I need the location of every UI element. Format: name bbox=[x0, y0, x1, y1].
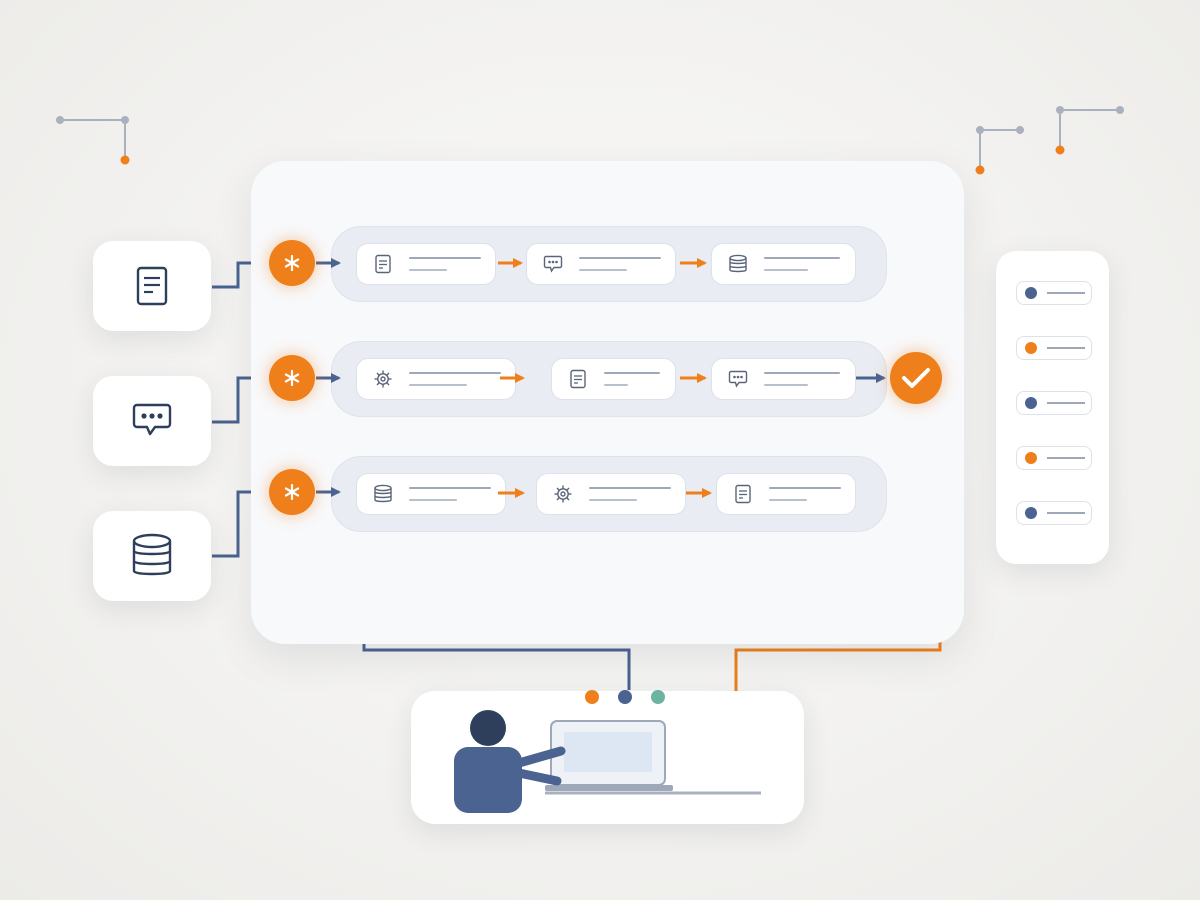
legend-item[interactable] bbox=[1016, 281, 1092, 305]
user-arm bbox=[514, 746, 566, 768]
decoration-top-right-b bbox=[1055, 106, 1124, 155]
legend-line bbox=[1047, 292, 1085, 294]
status-dot-teal bbox=[651, 690, 665, 704]
status-dot-orange bbox=[585, 690, 599, 704]
legend-item[interactable] bbox=[1016, 391, 1092, 415]
lane-1-step-database[interactable] bbox=[711, 243, 856, 285]
source-document-card[interactable] bbox=[93, 241, 211, 331]
lane-3-step-document[interactable] bbox=[716, 473, 856, 515]
lane-2-step-chat[interactable] bbox=[711, 358, 856, 400]
hub-node-1[interactable] bbox=[269, 240, 315, 286]
legend-line bbox=[1047, 347, 1085, 349]
document-icon bbox=[136, 266, 168, 306]
legend-panel bbox=[996, 251, 1109, 564]
chat-bubble-icon bbox=[728, 370, 748, 388]
database-icon bbox=[729, 254, 747, 273]
document-icon bbox=[570, 369, 586, 389]
chat-bubble-icon bbox=[543, 255, 563, 273]
gear-icon bbox=[374, 370, 392, 388]
checkmark-icon bbox=[902, 368, 930, 388]
lane-1-step-document[interactable] bbox=[356, 243, 496, 285]
user-workstation-card bbox=[411, 690, 804, 824]
legend-line bbox=[1047, 457, 1085, 459]
legend-item[interactable] bbox=[1016, 336, 1092, 360]
hub-node-2[interactable] bbox=[269, 355, 315, 401]
user-arm bbox=[514, 768, 562, 786]
lane-2-step-gear[interactable] bbox=[356, 358, 516, 400]
decoration-top-right-a bbox=[975, 126, 1024, 175]
legend-dot bbox=[1025, 397, 1037, 409]
legend-line bbox=[1047, 512, 1085, 514]
result-node[interactable] bbox=[890, 352, 942, 404]
asterisk-icon bbox=[284, 369, 300, 387]
user-head bbox=[470, 710, 506, 746]
status-dot-navy bbox=[618, 690, 632, 704]
lane-1-step-chat[interactable] bbox=[526, 243, 676, 285]
legend-dot bbox=[1025, 342, 1037, 354]
laptop-display bbox=[564, 732, 652, 772]
lane-2-step-document[interactable] bbox=[551, 358, 676, 400]
database-icon bbox=[132, 533, 172, 576]
gear-icon bbox=[554, 485, 572, 503]
legend-dot bbox=[1025, 287, 1037, 299]
asterisk-icon bbox=[284, 483, 300, 501]
source-database-card[interactable] bbox=[93, 511, 211, 601]
asterisk-icon bbox=[284, 254, 300, 272]
database-icon bbox=[374, 484, 392, 503]
legend-line bbox=[1047, 402, 1085, 404]
legend-item[interactable] bbox=[1016, 446, 1092, 470]
legend-dot bbox=[1025, 507, 1037, 519]
laptop-base bbox=[545, 785, 673, 791]
source-chat-card[interactable] bbox=[93, 376, 211, 466]
lane-3-step-gear[interactable] bbox=[536, 473, 686, 515]
user-body bbox=[454, 747, 522, 813]
hub-node-3[interactable] bbox=[269, 469, 315, 515]
person-at-laptop-icon bbox=[454, 710, 761, 813]
legend-item[interactable] bbox=[1016, 501, 1092, 525]
chat-bubble-icon bbox=[132, 403, 172, 436]
document-icon bbox=[375, 254, 391, 274]
decoration-top-left bbox=[56, 116, 130, 165]
document-icon bbox=[735, 484, 751, 504]
lane-3-step-database[interactable] bbox=[356, 473, 506, 515]
legend-dot bbox=[1025, 452, 1037, 464]
